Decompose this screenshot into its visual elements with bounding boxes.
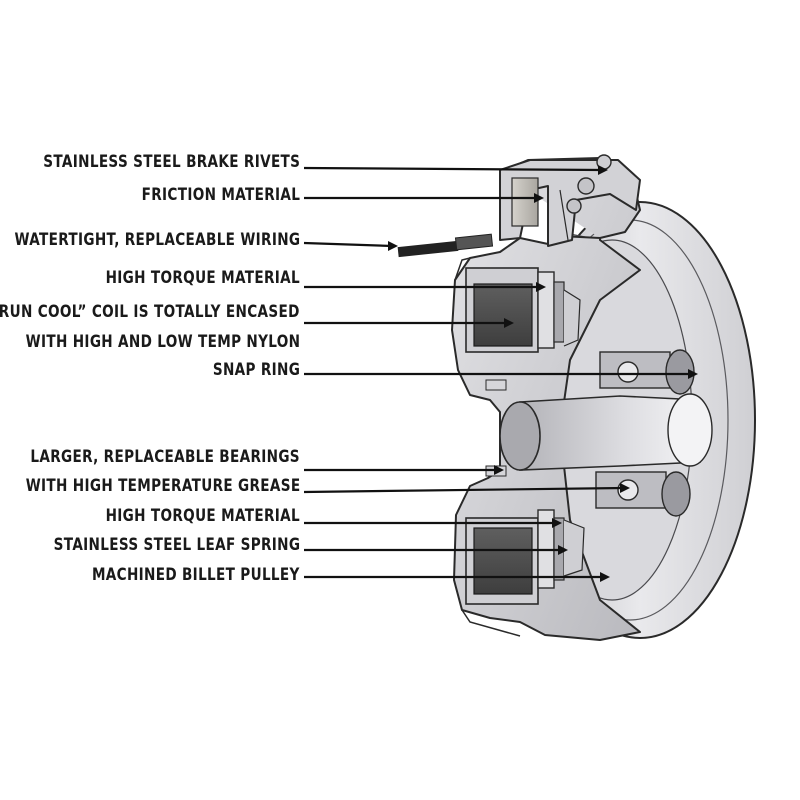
leader-rivets [303, 166, 603, 172]
label-run-cool-coil-line2: WITH HIGH AND LOW TEMP NYLON [25, 332, 300, 352]
friction-pad [511, 177, 539, 227]
leader-lines [303, 166, 692, 579]
center-bore [499, 393, 713, 471]
label-machined-billet-pulley: MACHINED BILLET PULLEY [92, 565, 300, 585]
label-high-torque-material-top: HIGH TORQUE MATERIAL [105, 268, 300, 288]
label-high-torque-material-bottom: HIGH TORQUE MATERIAL [105, 506, 300, 526]
label-bearings-line1: LARGER, REPLACEABLE BEARINGS [30, 447, 300, 467]
label-bearings-line2: WITH HIGH TEMPERATURE GREASE [25, 476, 300, 496]
wiring [397, 233, 494, 258]
leader-grease [303, 486, 625, 494]
brake-arm [499, 154, 641, 247]
encased-coil [473, 283, 533, 347]
label-snap-ring: SNAP RING [212, 360, 300, 380]
label-run-cool-coil-line1: “RUN COOL” COIL IS TOTALLY ENCASED [0, 302, 300, 322]
label-friction-material: FRICTION MATERIAL [141, 185, 300, 205]
label-watertight-replaceable-wiring: WATERTIGHT, REPLACEABLE WIRING [14, 230, 300, 250]
label-stainless-steel-brake-rivets: STAINLESS STEEL BRAKE RIVETS [42, 152, 300, 172]
leader-arrowheads [388, 165, 698, 582]
leader-wiring [303, 241, 393, 248]
upper-coil-assembly [465, 267, 581, 353]
label-stainless-steel-leaf-spring: STAINLESS STEEL LEAF SPRING [53, 535, 300, 555]
